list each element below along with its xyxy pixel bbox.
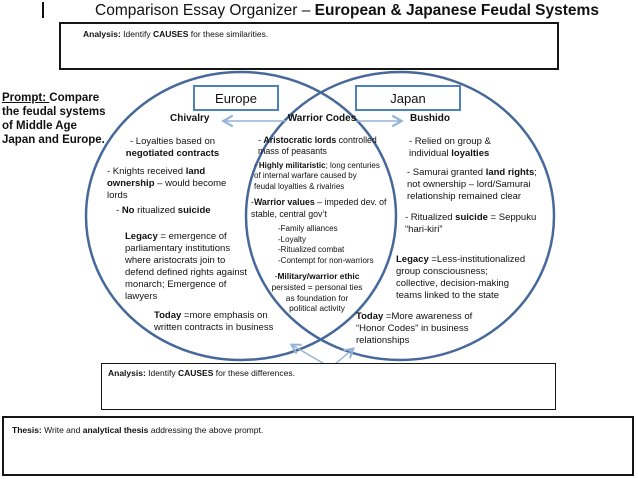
japan-header-box: Japan	[355, 85, 461, 111]
japan-header-label: Japan	[390, 90, 426, 106]
shared-item-values-sublist: -Family alliances -Loyalty -Ritualized c…	[278, 224, 374, 265]
page-title-prefix: Comparison Essay Organizer –	[95, 2, 315, 19]
japan-item-legacy: Legacy =Less-institutionalized group con…	[396, 254, 526, 301]
japan-item-loyalties: - Relied on group & individual loyalties	[409, 136, 491, 159]
warrior-codes-label: Warrior Codes	[287, 113, 357, 124]
page-title: Comparison Essay Organizer – European & …	[95, 2, 599, 20]
japan-item-today: Today =More awareness of “Honor Codes” i…	[356, 311, 473, 346]
analysis-similarities-label: Analysis: Identify CAUSES for these simi…	[83, 29, 269, 39]
chivalry-label: Chivalry	[170, 113, 210, 124]
bushido-label: Bushido	[410, 113, 450, 124]
analysis-similarities-box[interactable]: Analysis: Identify CAUSES for these simi…	[59, 22, 559, 70]
thesis-label: Thesis: Write and analytical thesis addr…	[12, 425, 264, 435]
prompt-note: Prompt: Compare the feudal systems of Mi…	[2, 92, 106, 146]
shared-item-military-ethic: -Military/warrior ethic persisted = pers…	[271, 271, 363, 314]
shared-item-warrior-values: -Warrior values – impeded dev. of stable…	[251, 197, 387, 219]
japan-item-seppuku: - Ritualized suicide = Seppuku “hari-kir…	[405, 212, 537, 235]
shared-item-militaristic: - Highly militaristic; long centuries of…	[254, 161, 380, 191]
europe-item-today: Today =more emphasis on written contract…	[154, 310, 274, 333]
left-tick-mark	[42, 2, 44, 18]
europe-item-land-ownership: - Knights received land ownership – woul…	[107, 166, 227, 201]
europe-item-loyalties: - Loyalties based on negotiated contract…	[125, 136, 220, 159]
analysis-differences-label: Analysis: Identify CAUSES for these diff…	[108, 368, 295, 378]
shared-item-aristocratic-lords: - Aristocratic lords controlled mass of …	[258, 135, 377, 156]
europe-item-no-suicide: - No ritualized suicide	[116, 205, 211, 216]
analysis-differences-box[interactable]: Analysis: Identify CAUSES for these diff…	[101, 363, 556, 410]
europe-item-legacy: Legacy = emergence of parliamentary inst…	[125, 231, 248, 302]
thesis-box[interactable]: Thesis: Write and analytical thesis addr…	[2, 416, 634, 476]
page-title-emphasis: European & Japanese Feudal Systems	[314, 2, 599, 19]
japan-item-land-rights: - Samurai granted land rights; not owner…	[407, 167, 537, 202]
europe-header-label: Europe	[215, 90, 257, 106]
europe-header-box: Europe	[193, 85, 279, 111]
